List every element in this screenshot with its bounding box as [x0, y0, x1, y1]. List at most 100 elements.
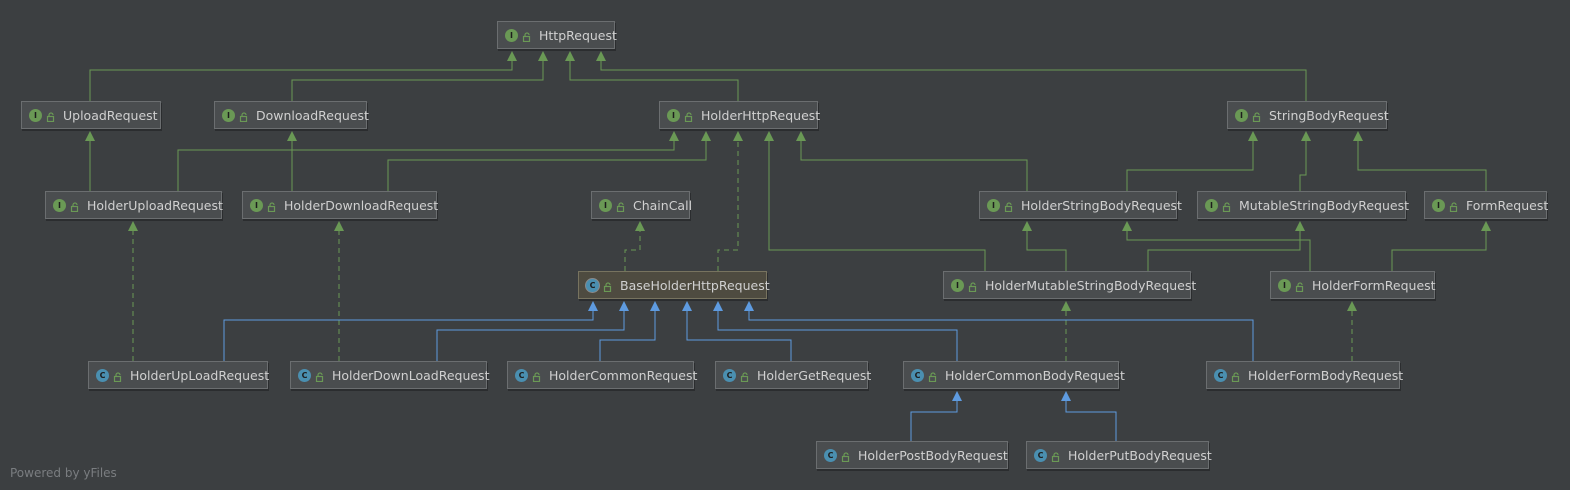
edge-implements	[717, 141, 739, 271]
interface-icon: I	[599, 198, 612, 212]
inheritance-arrowhead	[635, 221, 645, 231]
inheritance-arrowhead	[669, 131, 679, 141]
edge-extends	[1357, 141, 1487, 191]
inheritance-arrowhead	[538, 51, 548, 61]
edge-extends	[291, 61, 544, 101]
edge-class-extends	[436, 311, 625, 361]
public-lock-icon	[1252, 110, 1262, 123]
node-string-body-request[interactable]: I StringBodyRequest	[1227, 101, 1389, 129]
public-lock-icon	[1231, 370, 1241, 383]
edge-extends	[177, 141, 675, 191]
node-label: HolderPostBodyRequest	[858, 447, 1008, 463]
node-label: HolderUploadRequest	[87, 197, 223, 213]
interface-icon: I	[53, 198, 66, 212]
node-label: HolderFormRequest	[1312, 277, 1436, 293]
node-label: HolderUpLoadRequest	[130, 367, 270, 383]
edge-extends	[600, 61, 1307, 101]
node-label: BaseHolderHttpRequest	[620, 277, 770, 293]
node-label: StringBodyRequest	[1269, 107, 1389, 123]
edge-extends	[1126, 141, 1254, 191]
inheritance-arrowhead	[1295, 221, 1305, 231]
node-holder-post-body-request[interactable]: C HolderPostBodyRequest	[816, 441, 1008, 469]
public-lock-icon	[1222, 200, 1232, 213]
public-lock-icon	[1051, 450, 1061, 463]
public-lock-icon	[70, 200, 80, 213]
edge-extends	[89, 61, 513, 101]
inheritance-arrowhead	[764, 131, 774, 141]
public-lock-icon	[841, 450, 851, 463]
edge-extends	[1147, 231, 1301, 271]
inheritance-arrowhead	[713, 301, 723, 311]
class-icon: C	[96, 368, 109, 382]
node-base-holder-http-request[interactable]: C BaseHolderHttpRequest	[578, 271, 770, 299]
class-icon: C	[911, 368, 924, 382]
node-holder-form-request[interactable]: I HolderFormRequest	[1270, 271, 1436, 299]
public-lock-icon	[267, 200, 277, 213]
edge-extends	[800, 141, 1028, 191]
class-icon: C	[824, 448, 837, 462]
node-label: HolderGetRequest	[757, 367, 872, 383]
node-http-request[interactable]: I HttpRequest	[497, 21, 617, 49]
class-icon: C	[1034, 448, 1047, 462]
node-label: HolderFormBodyRequest	[1248, 367, 1404, 383]
interface-icon: I	[222, 108, 235, 122]
inheritance-arrowhead	[1481, 221, 1491, 231]
class-icon: C	[1214, 368, 1227, 382]
inheritance-arrowhead	[334, 221, 344, 231]
class-icon: C	[515, 368, 528, 382]
inheritance-arrowhead	[1061, 301, 1071, 311]
inheritance-arrowhead	[682, 301, 692, 311]
interface-icon: I	[1278, 278, 1291, 292]
node-holder-common-request[interactable]: C HolderCommonRequest	[507, 361, 698, 389]
edge-extends	[1126, 231, 1311, 271]
public-lock-icon	[1449, 200, 1459, 213]
inheritance-arrowhead	[507, 51, 517, 61]
edge-extends	[1026, 231, 1067, 271]
public-lock-icon	[928, 370, 938, 383]
edge-class-extends	[717, 311, 958, 361]
node-label: UploadRequest	[63, 107, 158, 123]
node-label: HolderCommonRequest	[549, 367, 698, 383]
public-lock-icon	[616, 200, 626, 213]
inheritance-arrowhead	[650, 301, 660, 311]
inheritance-arrowhead	[1347, 301, 1357, 311]
public-lock-icon	[46, 110, 56, 123]
public-lock-icon	[532, 370, 542, 383]
public-lock-icon	[1295, 280, 1305, 293]
edge-extends	[768, 141, 986, 271]
interface-icon: I	[505, 28, 518, 42]
node-holder-form-body-request[interactable]: C HolderFormBodyRequest	[1206, 361, 1404, 389]
inheritance-arrowhead	[565, 51, 575, 61]
node-label: ChainCall	[633, 197, 693, 213]
powered-by-watermark: Powered by yFiles	[10, 466, 117, 480]
inheritance-arrowhead	[1022, 221, 1032, 231]
node-label: HttpRequest	[539, 27, 617, 43]
public-lock-icon	[603, 280, 613, 293]
public-lock-icon	[113, 370, 123, 383]
inheritance-arrowhead	[287, 131, 297, 141]
node-holder-up-load-request[interactable]: C HolderUpLoadRequest	[88, 361, 270, 389]
inheritance-arrowhead	[596, 51, 606, 61]
inheritance-arrowhead	[588, 301, 598, 311]
inheritance-arrowhead	[619, 301, 629, 311]
edge-implements	[624, 231, 641, 271]
node-label: FormRequest	[1466, 197, 1549, 213]
node-chain-call[interactable]: I ChainCall	[591, 191, 693, 219]
abstract-class-icon: C	[586, 278, 599, 292]
node-holder-upload-request[interactable]: I HolderUploadRequest	[45, 191, 223, 219]
interface-icon: I	[1235, 108, 1248, 122]
